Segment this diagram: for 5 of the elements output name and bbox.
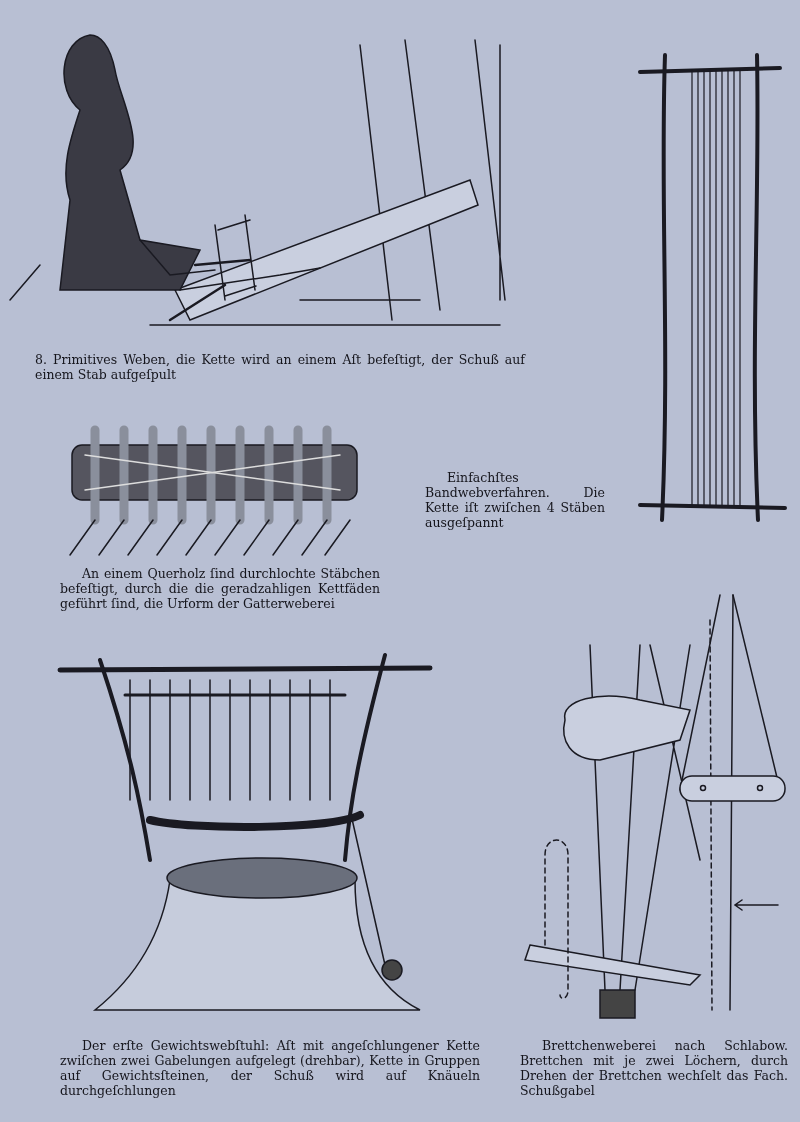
figure-caption: Einfachſtes Bandwebverfahren. Die Kette iſt zwiſchen 4 Stäben ausgeſpannt xyxy=(425,470,605,530)
figure-caption: 8. Primitives Weben, die Kette wird an einem Aſt befeſtigt, der Schuß auf einem Stab aufgeſpult xyxy=(35,352,525,382)
figure-caption: Brettchenweberei nach Schlabow. Brettchen mit je zwei Löchern, durch Drehen der Brettchen wechſelt das Fach. Schußgabel xyxy=(520,1038,788,1098)
figure-caption: Der erſte Gewichtswebſtuhl: Aſt mit angeſchlungener Kette zwiſchen zwei Gabelungen aufgelegt (drehbar), Kette in Gruppen auf Gewichtsſteinen, der Schuß wird auf Knäueln durchgeſchlungen xyxy=(60,1038,480,1098)
figure-caption: An einem Querholz ſind durchlochte Stäbchen befeſtigt, durch die die geradzahligen Kettfäden geführt ſind, die Urform der Gatterweberei xyxy=(60,566,380,611)
